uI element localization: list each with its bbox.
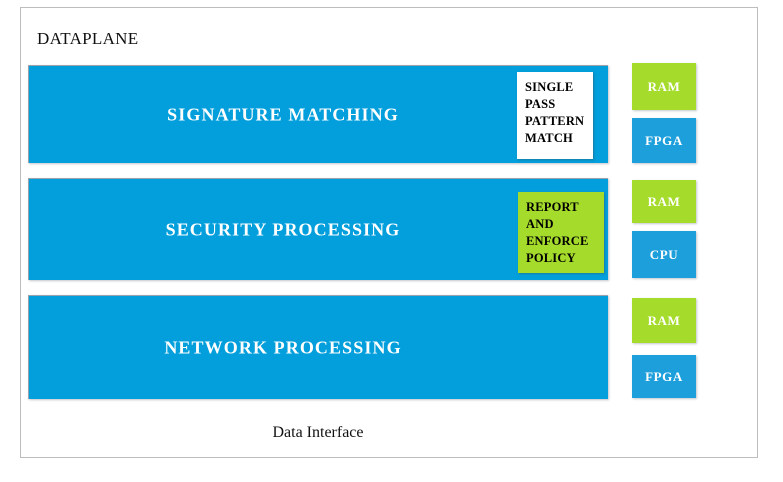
hw-chip-fpga-2: FPGA xyxy=(632,355,696,398)
inset-single-pass-pattern-match: SINGLE PASS PATTERN MATCH xyxy=(517,72,593,159)
stage-signature-matching-label: SIGNATURE MATCHING xyxy=(167,104,399,124)
stage-security-processing: SECURITY PROCESSING REPORT AND ENFORCE P… xyxy=(28,178,608,280)
inset-line: PATTERN xyxy=(525,114,585,128)
stage-network-processing: NETWORK PROCESSING xyxy=(28,295,608,399)
inset-line: POLICY xyxy=(526,251,576,265)
hw-chip-ram-1: RAM xyxy=(632,63,696,110)
hw-chip-ram-2: RAM xyxy=(632,180,696,223)
hw-chip-label: FPGA xyxy=(645,368,683,384)
inset-report-and-enforce-policy: REPORT AND ENFORCE POLICY xyxy=(518,192,604,273)
inset-line: REPORT xyxy=(526,200,579,214)
hw-chip-label: RAM xyxy=(647,78,681,94)
data-interface-label: Data Interface xyxy=(272,424,364,441)
inset-line: SINGLE xyxy=(525,80,574,94)
hw-chip-ram-3: RAM xyxy=(632,298,696,343)
hw-chip-cpu-1: CPU xyxy=(632,231,696,278)
stage-network-processing-label: NETWORK PROCESSING xyxy=(164,337,402,357)
hw-chip-label: RAM xyxy=(647,312,681,328)
hw-chip-label: RAM xyxy=(647,193,681,209)
hw-chip-label: FPGA xyxy=(645,132,683,148)
hw-chip-label: CPU xyxy=(649,246,679,262)
inset-line: MATCH xyxy=(525,131,573,145)
stage-security-processing-label: SECURITY PROCESSING xyxy=(165,219,401,239)
hw-chip-fpga-1: FPGA xyxy=(632,118,696,163)
inset-line: ENFORCE xyxy=(526,234,589,248)
inset-line: PASS xyxy=(525,97,556,111)
dataplane-title: DATAPLANE xyxy=(37,29,139,48)
stage-signature-matching: SIGNATURE MATCHING SINGLE PASS PATTERN M… xyxy=(28,65,608,163)
inset-line: AND xyxy=(526,217,554,231)
